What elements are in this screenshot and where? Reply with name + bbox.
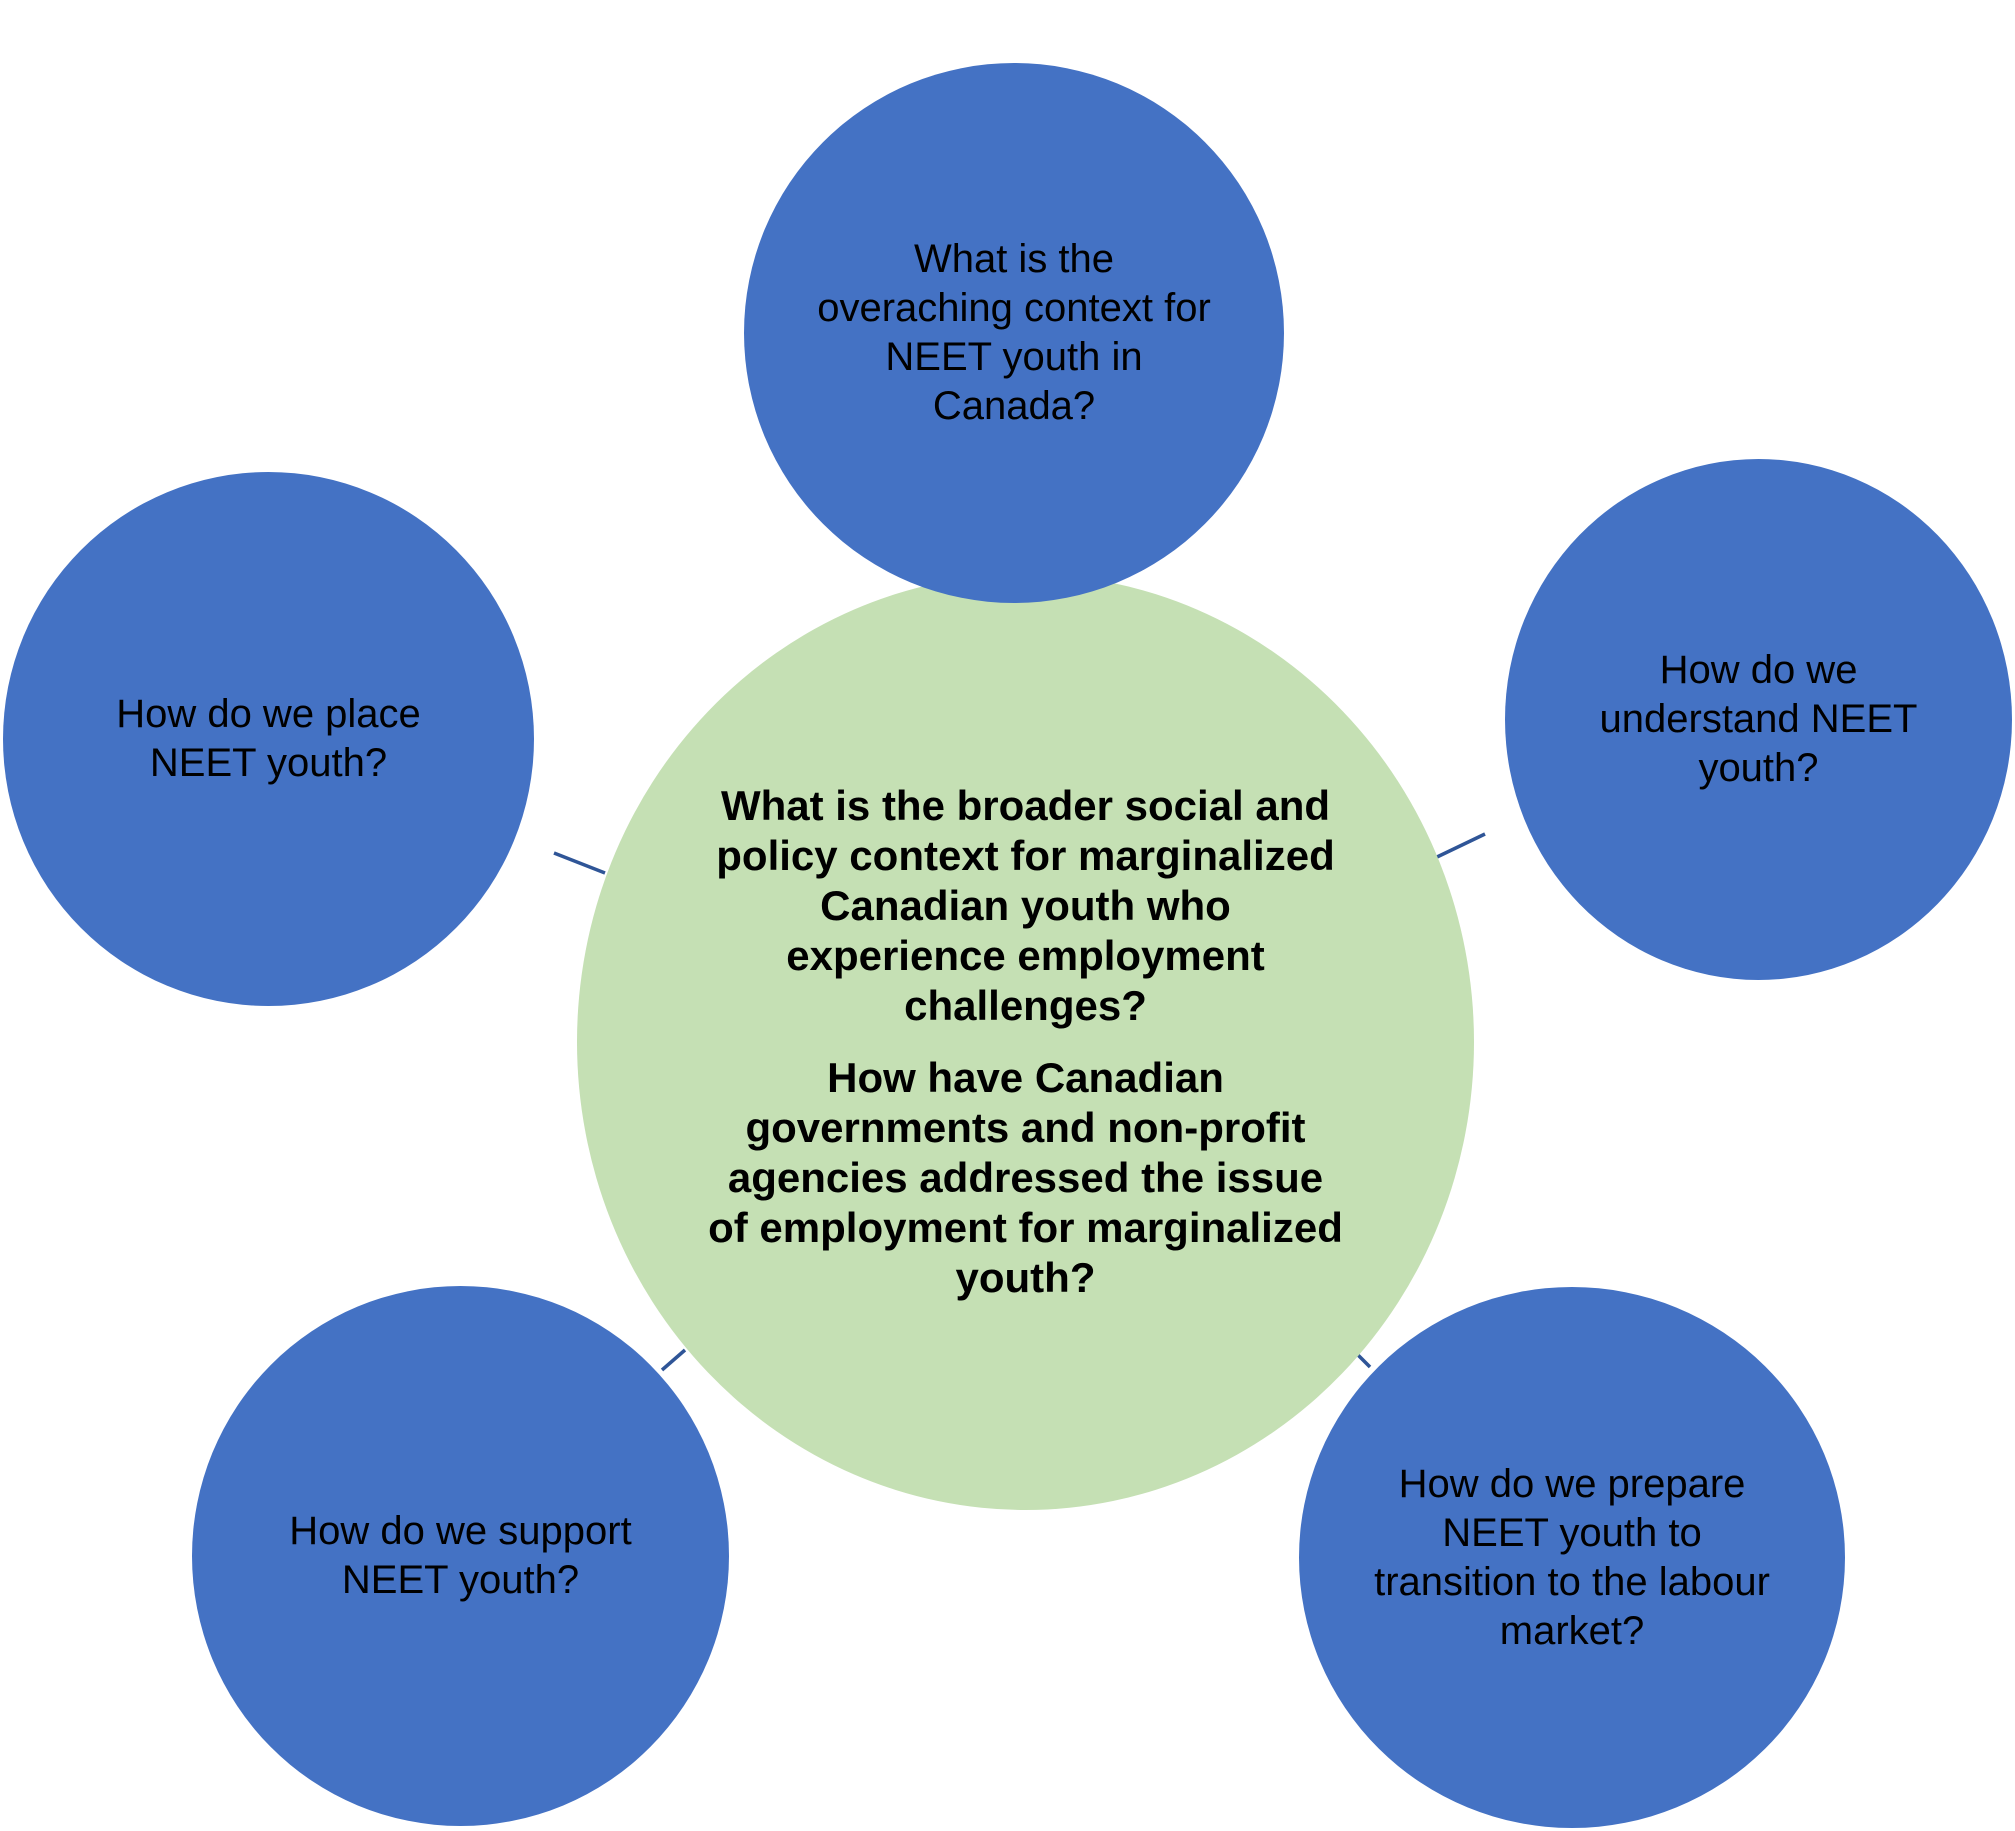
node-bottom-left-label: How do we support NEET youth? [289,1509,632,1602]
node-top-context: What is the overaching context for NEET … [744,63,1284,603]
node-top-label: What is the overaching context for NEET … [817,237,1211,428]
node-bottom-left-support: How do we support NEET youth? [192,1286,729,1826]
center-question-1: What is the broader social and policy co… [716,782,1335,1029]
connector-right [1436,832,1486,859]
node-bottom-right-prepare: How do we prepare NEET youth to transiti… [1299,1287,1845,1828]
node-left-label: How do we place NEET youth? [116,692,421,785]
center-circle: What is the broader social and policy co… [577,574,1474,1510]
connector-left [553,851,606,875]
connector-bottom-left [660,1348,687,1372]
node-right-understand: How do we understand NEET youth? [1505,459,2012,980]
center-question-2: How have Canadian governments and non-pr… [708,1054,1343,1301]
connector-bottom-right [1356,1353,1372,1369]
node-left-place: How do we place NEET youth? [3,472,534,1006]
node-right-label: How do we understand NEET youth? [1599,648,1918,790]
node-bottom-right-label: How do we prepare NEET youth to transiti… [1374,1461,1770,1653]
